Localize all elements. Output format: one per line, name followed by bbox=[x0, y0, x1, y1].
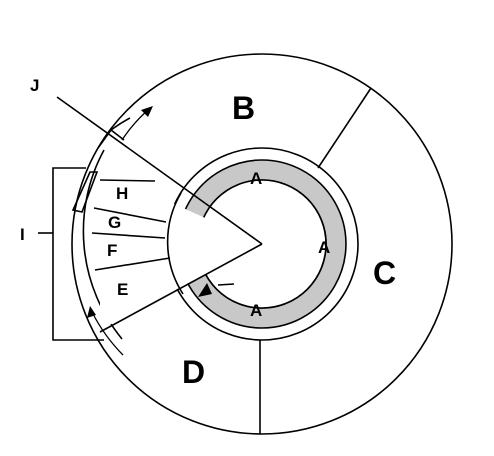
wedge-cover bbox=[100, 170, 262, 330]
ring-arrow-curve bbox=[217, 283, 235, 286]
label-a-right: A bbox=[318, 238, 330, 257]
label-g: G bbox=[108, 213, 121, 232]
label-e: E bbox=[117, 280, 128, 299]
label-a-top: A bbox=[250, 169, 262, 188]
label-i: I bbox=[20, 225, 25, 244]
label-f: F bbox=[107, 241, 117, 260]
divider-hg bbox=[93, 207, 167, 223]
top-arrow-curve bbox=[121, 109, 149, 141]
divider-bc bbox=[317, 87, 372, 169]
label-d: D bbox=[182, 354, 205, 390]
top-tick-2 bbox=[97, 129, 112, 149]
label-j: J bbox=[30, 76, 39, 95]
left-small-bracket bbox=[71, 171, 99, 213]
divider-gf bbox=[91, 232, 166, 239]
ring-arrowhead bbox=[198, 283, 212, 297]
label-a-bottom: A bbox=[250, 301, 262, 320]
i-bracket bbox=[52, 167, 104, 341]
bottom-arrowhead bbox=[87, 306, 96, 318]
wedge-inner-arc bbox=[166, 192, 184, 295]
divider-h-top bbox=[99, 179, 156, 182]
wedge-upper-line bbox=[56, 96, 263, 245]
divider-fe bbox=[94, 257, 171, 271]
wedge-lower-line bbox=[99, 243, 263, 333]
label-h: H bbox=[116, 184, 128, 203]
label-b: B bbox=[232, 90, 255, 126]
label-c: C bbox=[373, 255, 396, 291]
top-tick-1 bbox=[110, 129, 125, 141]
outer-circle bbox=[71, 53, 453, 435]
top-arrowhead bbox=[141, 106, 153, 117]
